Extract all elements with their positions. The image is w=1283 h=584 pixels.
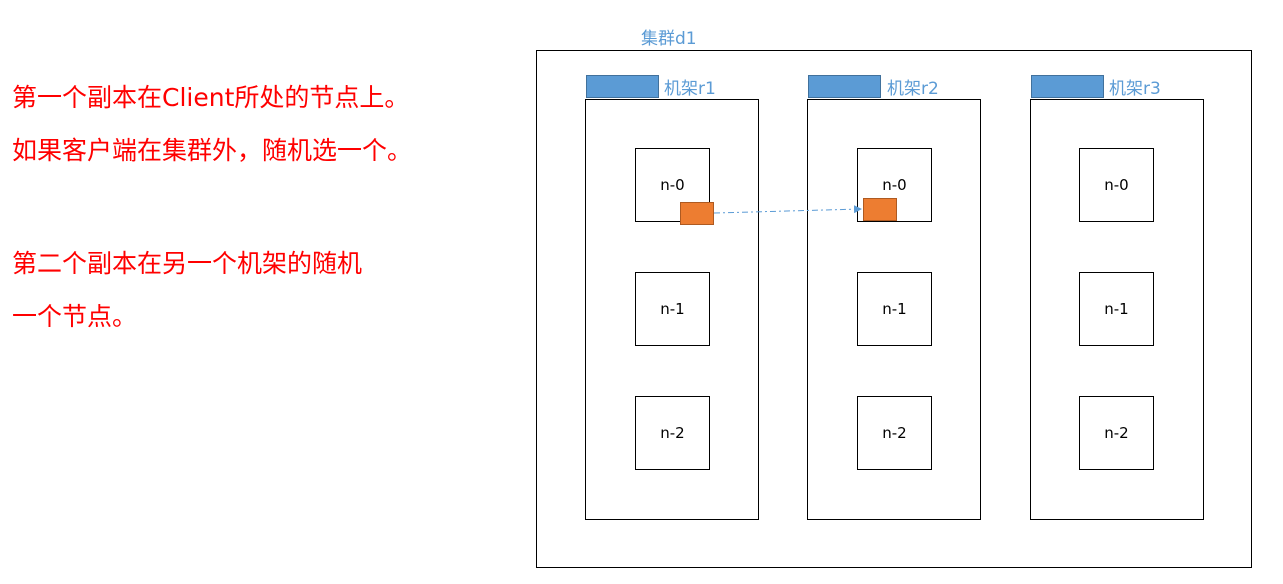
rack-r1-tab (586, 75, 659, 98)
second-replica-line-2: 一个节点。 (12, 302, 138, 331)
rack-r2-node-n1: n-1 (857, 272, 932, 346)
rack-r3-node-n1: n-1 (1079, 272, 1154, 346)
rack-r2-node-n2: n-2 (857, 396, 932, 470)
first-replica-description: 第一个副本在Client所处的节点上。 如果客户端在集群外，随机选一个。 (12, 82, 412, 188)
replica-block-second (863, 198, 897, 221)
second-replica-line-1: 第二个副本在另一个机架的随机 (12, 249, 363, 278)
cluster-label: 集群d1 (641, 29, 697, 49)
rack-r2-label: 机架r2 (887, 79, 939, 99)
rack-r1-node-n1: n-1 (635, 272, 710, 346)
rack-r2-tab (808, 75, 881, 98)
rack-r1-box (585, 99, 759, 520)
second-replica-description: 第二个副本在另一个机架的随机 一个节点。 (12, 248, 362, 354)
cluster-box (536, 50, 1252, 568)
rack-r3-box (1030, 99, 1204, 520)
rack-r3-label: 机架r3 (1109, 79, 1161, 99)
first-replica-line-1: 第一个副本在Client所处的节点上。 (12, 83, 410, 112)
replica-block-first (680, 202, 714, 225)
rack-r1-label: 机架r1 (664, 79, 716, 99)
rack-r3-node-n0: n-0 (1079, 148, 1154, 222)
rack-r3-tab (1031, 75, 1104, 98)
first-replica-line-2: 如果客户端在集群外，随机选一个。 (12, 136, 413, 165)
rack-r3-node-n2: n-2 (1079, 396, 1154, 470)
rack-r1-node-n2: n-2 (635, 396, 710, 470)
rack-r2-box (807, 99, 981, 520)
